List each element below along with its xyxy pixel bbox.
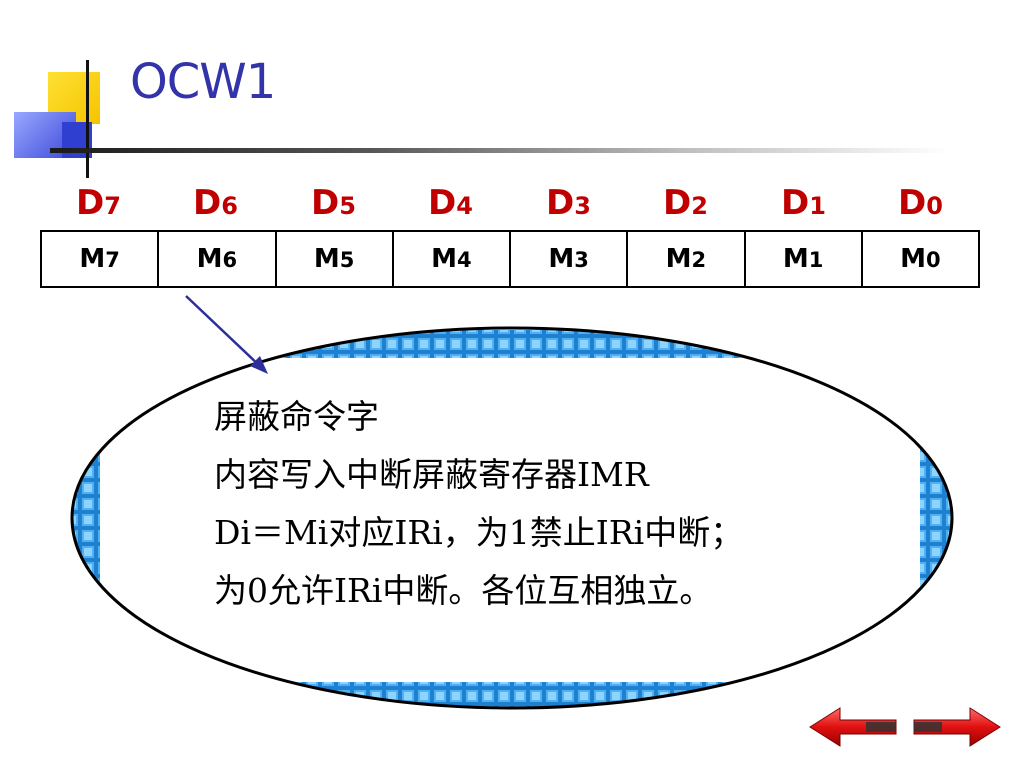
bit-cell: M5 (274, 230, 394, 288)
bit-cell: M0 (860, 230, 981, 288)
bit-cell: M4 (391, 230, 512, 288)
bit-heading: D1 (781, 183, 826, 223)
bit-heading: D2 (663, 183, 708, 223)
callout-line: 内容写入中断屏蔽寄存器IMR (214, 455, 649, 494)
callout-line: Di＝Mi对应IRi，为1禁止IRi中断； (214, 513, 744, 552)
callout-text: 屏蔽命令字 内容写入中断屏蔽寄存器IMR Di＝Mi对应IRi，为1禁止IRi中… (214, 388, 854, 620)
register-bit-table: M7 M6 M5 M4 M3 M2 M1 M0 (39, 230, 981, 288)
callout-ellipse (70, 326, 954, 710)
bit-heading: D0 (898, 183, 943, 223)
callout-line: 为0允许IRi中断。各位互相独立。 (214, 571, 713, 610)
bit-cell: M6 (157, 230, 277, 288)
previous-slide-button[interactable] (806, 704, 900, 754)
bit-cell: M2 (626, 230, 746, 288)
arrow-right-icon (913, 707, 1001, 747)
callout-frame (72, 330, 952, 708)
bit-cell: M1 (743, 230, 863, 288)
bit-heading: D6 (193, 183, 238, 223)
bit-cell: M3 (508, 230, 629, 288)
next-slide-button[interactable] (910, 704, 1004, 754)
pointer-arrow (185, 295, 268, 374)
title-divider (50, 148, 950, 153)
decor-vertical-line (86, 60, 89, 178)
arrow-left-icon (809, 707, 897, 747)
bit-heading: D4 (428, 183, 473, 223)
bit-heading: D3 (546, 183, 591, 223)
bit-cell: M7 (39, 230, 160, 288)
slide-title: OCW1 (130, 54, 276, 110)
callout-line: 屏蔽命令字 (214, 397, 379, 436)
bit-heading: D7 (76, 183, 121, 223)
bit-heading: D5 (311, 183, 356, 223)
corner-decoration (0, 0, 160, 180)
table-row: M7 M6 M5 M4 M3 M2 M1 M0 (39, 230, 981, 288)
